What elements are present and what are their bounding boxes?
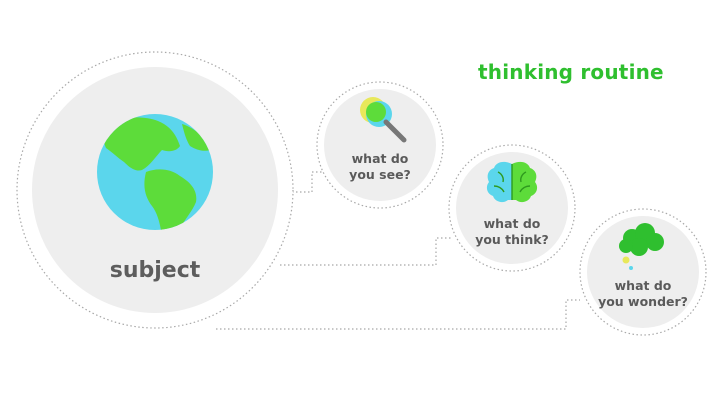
step-think-line1: what do	[483, 216, 541, 231]
brain-icon	[486, 161, 538, 203]
slide-title: thinking routine	[478, 60, 664, 84]
step-wonder-label: what do you wonder?	[598, 278, 688, 309]
step-see-line1: what do	[351, 151, 409, 166]
subject-label: subject	[109, 258, 201, 283]
subject-node	[16, 51, 294, 329]
step-see-label: what do you see?	[340, 151, 420, 182]
connector-wonder	[216, 299, 580, 330]
step-think-line2: you think?	[475, 231, 549, 247]
connector-see	[292, 171, 325, 193]
step-see-line2: you see?	[349, 166, 411, 182]
step-think-label: what do you think?	[472, 216, 552, 247]
globe-icon	[97, 114, 213, 230]
connector-think	[280, 237, 452, 266]
step-wonder-node	[579, 208, 707, 336]
step-see-node	[316, 81, 444, 209]
step-wonder-line1: what do	[614, 278, 672, 293]
step-wonder-line2: you wonder?	[598, 293, 688, 309]
thought-bubble-icon	[619, 223, 664, 270]
step-think-node	[448, 144, 576, 272]
magnifier-icon	[360, 97, 407, 143]
connector-lines	[216, 171, 580, 330]
